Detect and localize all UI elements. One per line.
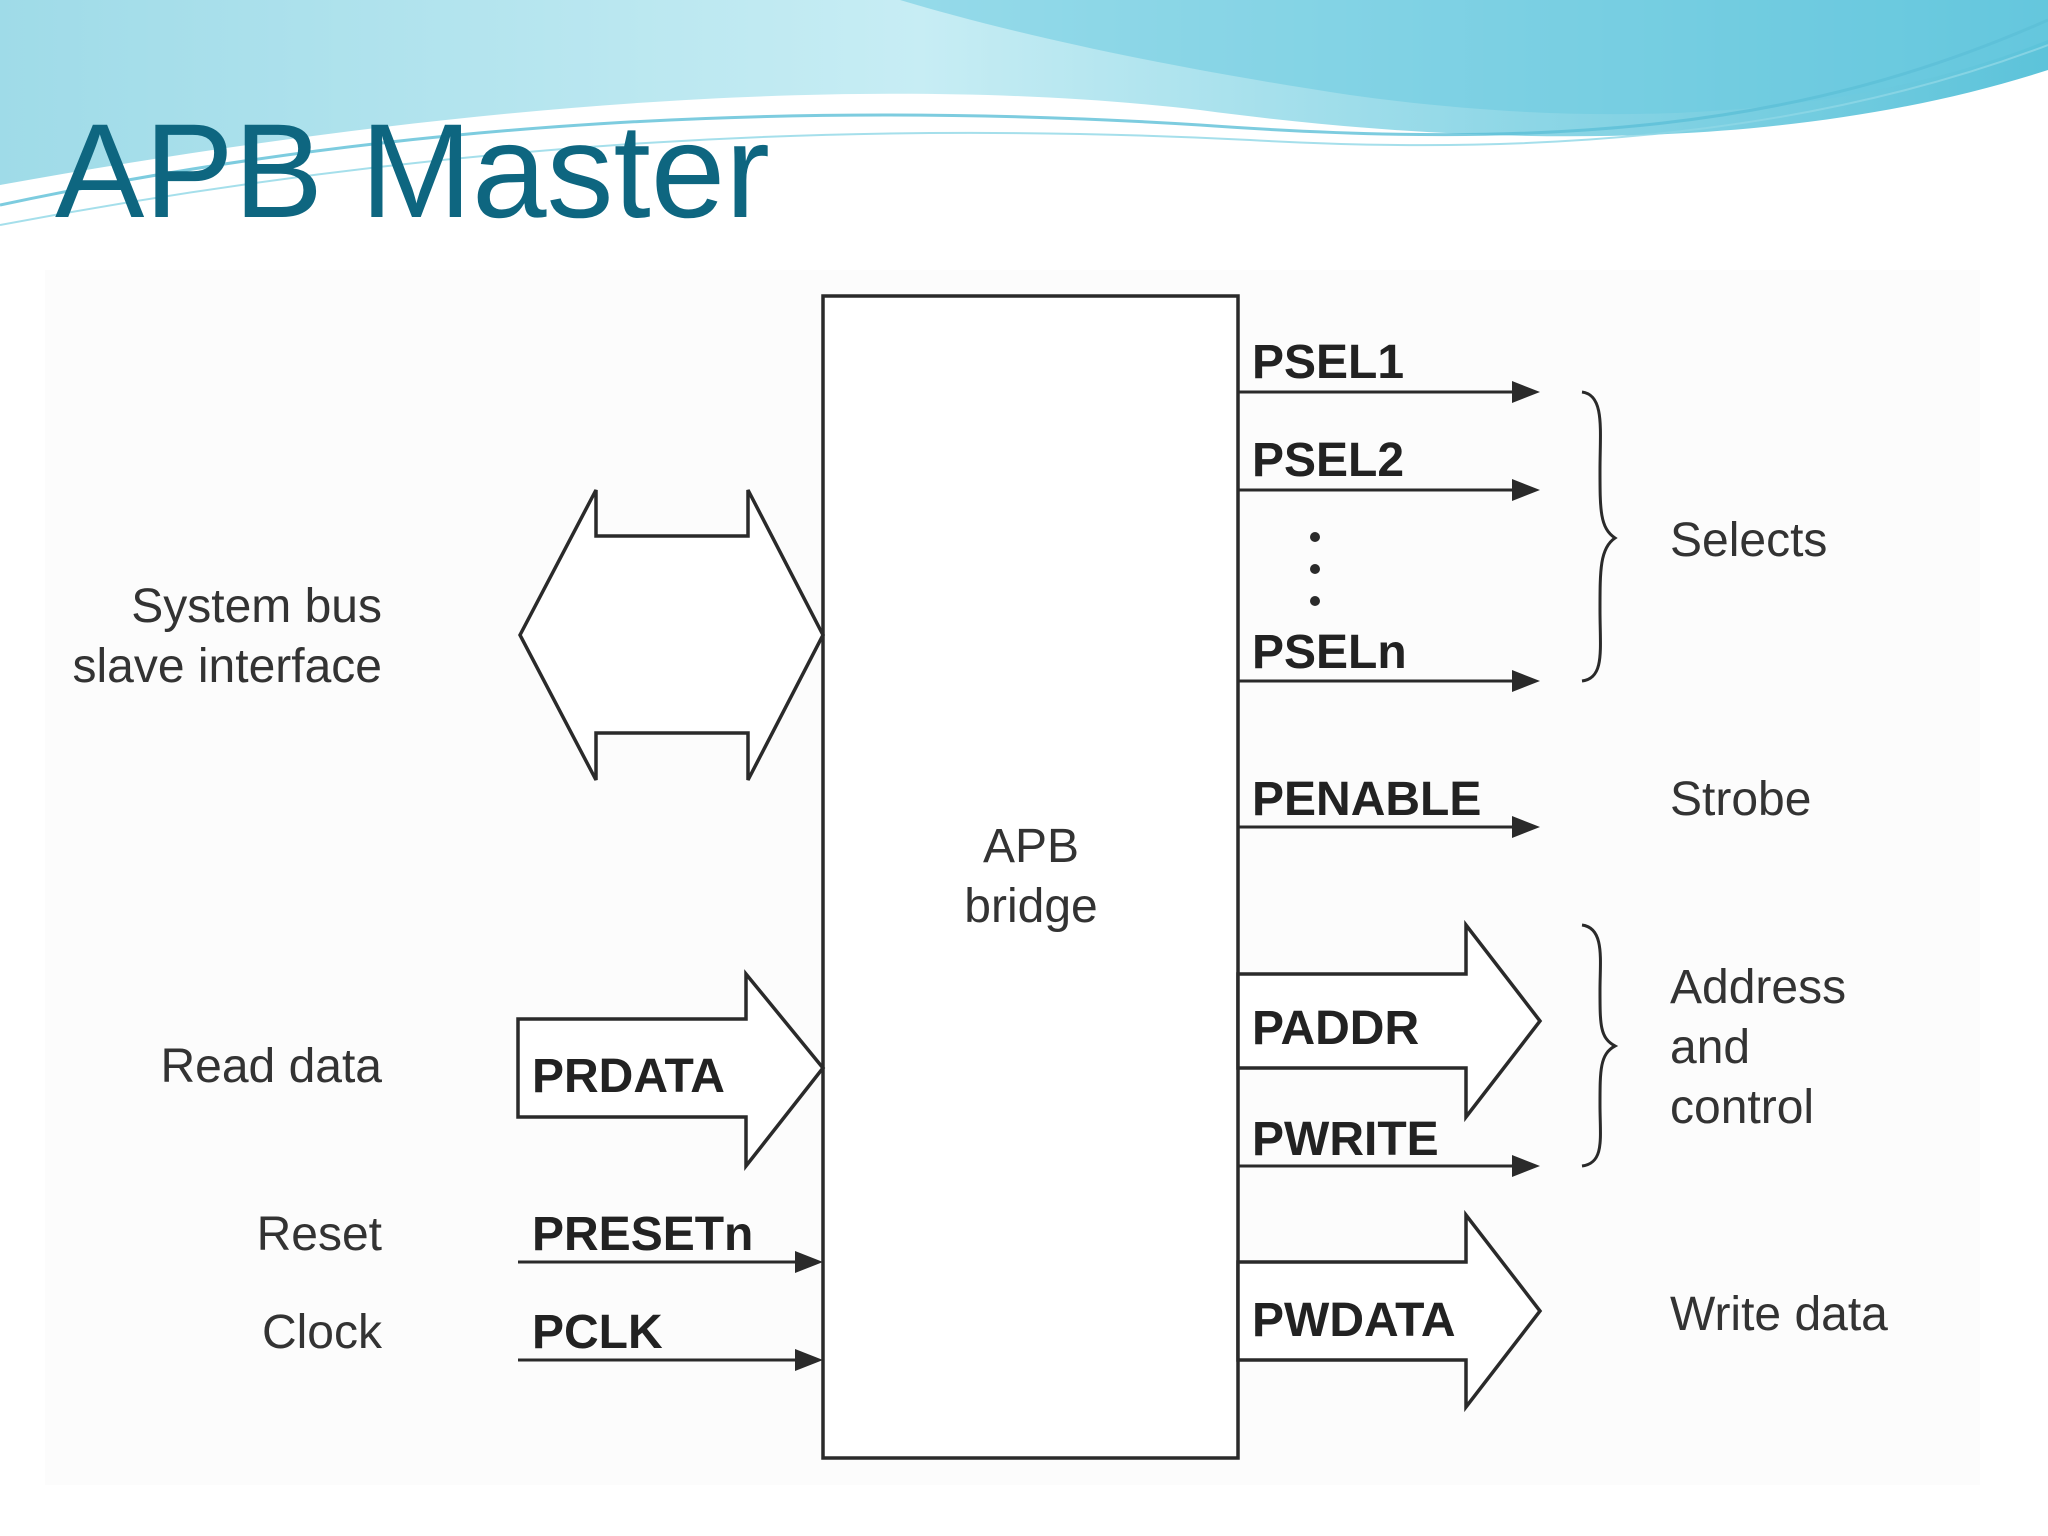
pclk-arrowhead xyxy=(795,1349,823,1371)
paddr-signal: PADDR xyxy=(1252,1002,1419,1055)
psel2-arrowhead xyxy=(1512,479,1540,501)
header-banner xyxy=(0,0,2048,226)
address-control-brace xyxy=(1581,923,1619,1168)
pwdata-signal: PWDATA xyxy=(1252,1294,1456,1347)
address-control-label-line1: Address xyxy=(1670,961,1846,1014)
pseln-arrowhead xyxy=(1512,670,1540,692)
strobe-label: Strobe xyxy=(1670,773,1811,826)
reset-label: Reset xyxy=(257,1208,382,1261)
selects-label: Selects xyxy=(1670,514,1827,567)
pseln-signal: PSELn xyxy=(1252,626,1407,679)
psel1-signal: PSEL1 xyxy=(1252,336,1404,389)
system-bus-bidirectional-arrow xyxy=(518,489,825,781)
psel1-arrowhead xyxy=(1512,381,1540,403)
psel2-signal: PSEL2 xyxy=(1252,434,1404,487)
prdata-bus-arrow xyxy=(516,969,826,1172)
apb-bridge-block xyxy=(821,294,1240,1460)
prdata-signal: PRDATA xyxy=(532,1050,725,1103)
write-data-label: Write data xyxy=(1670,1288,1888,1341)
presetn-arrowhead xyxy=(795,1251,823,1273)
pclk-signal: PCLK xyxy=(532,1306,663,1359)
system-bus-label-line2: slave interface xyxy=(73,640,383,693)
bridge-label-line2: bridge xyxy=(964,880,1097,933)
selects-brace xyxy=(1581,390,1618,683)
slide-title: APB Master xyxy=(55,97,770,246)
clock-label: Clock xyxy=(262,1306,383,1359)
paddr-bus-arrow xyxy=(1236,919,1543,1123)
address-control-label-line3: control xyxy=(1670,1081,1814,1134)
read-data-label: Read data xyxy=(160,1040,382,1093)
bridge-label-line1: APB xyxy=(983,820,1079,873)
penable-arrowhead xyxy=(1512,816,1540,838)
pwrite-arrowhead xyxy=(1512,1155,1540,1177)
address-control-label-line2: and xyxy=(1670,1021,1750,1074)
system-bus-label-line1: System bus xyxy=(131,580,382,633)
penable-signal: PENABLE xyxy=(1252,773,1481,826)
presetn-signal: PRESETn xyxy=(532,1208,753,1261)
pwdata-bus-arrow xyxy=(1236,1209,1543,1413)
pwrite-signal: PWRITE xyxy=(1252,1113,1439,1166)
psel-ellipsis xyxy=(1310,532,1320,606)
